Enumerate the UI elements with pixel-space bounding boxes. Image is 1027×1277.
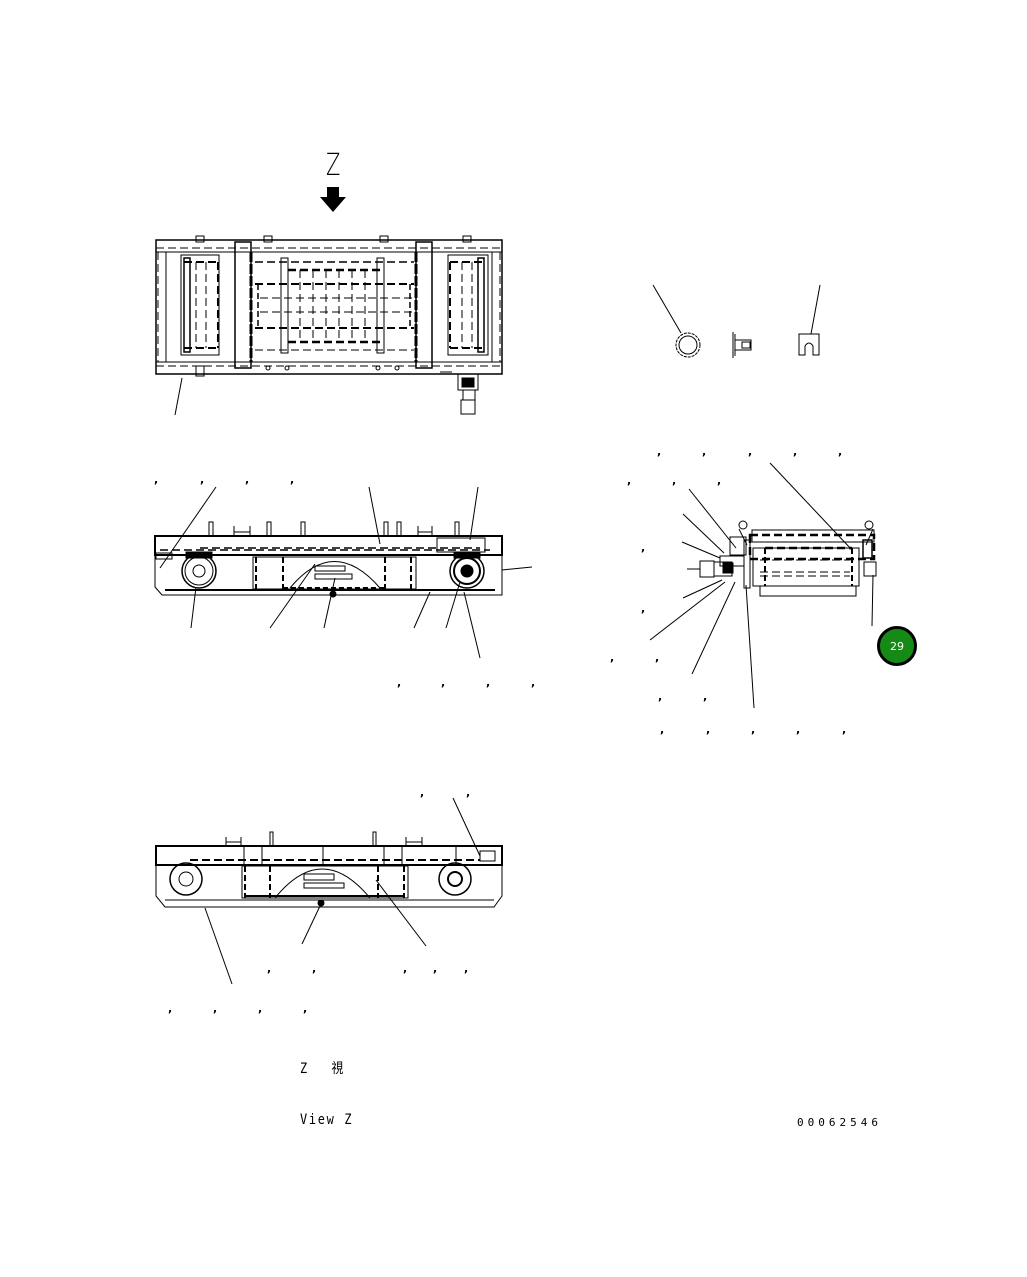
view-marker-letter: Z (326, 148, 341, 183)
small-parts (652, 284, 821, 358)
callout-marker: , (793, 445, 798, 458)
callout-marker: , (842, 723, 847, 736)
down-arrow-icon (320, 187, 346, 212)
callout-marker: , (312, 962, 317, 975)
callout-marker: , (657, 445, 662, 458)
callout-marker: , (702, 445, 707, 458)
callout-marker: , (420, 786, 425, 799)
callout-marker: , (838, 445, 843, 458)
callout-marker: , (658, 690, 663, 703)
callout-marker: , (213, 1002, 218, 1015)
callout-marker: , (717, 474, 722, 487)
callout-marker: , (486, 676, 491, 689)
end-view (649, 462, 877, 709)
callout-marker: , (641, 602, 646, 615)
callout-marker: , (290, 473, 295, 486)
callout-marker: , (748, 445, 753, 458)
callout-marker: , (610, 651, 615, 664)
callout-marker: , (531, 676, 536, 689)
top-view (155, 235, 503, 416)
callout-marker: , (641, 541, 646, 554)
callout-marker: , (703, 690, 708, 703)
view-z-drawing (155, 797, 503, 985)
callout-marker: , (154, 473, 159, 486)
callout-marker: , (397, 676, 402, 689)
callout-marker: , (441, 676, 446, 689)
document-number: 00062546 (797, 1116, 882, 1129)
callout-marker: , (433, 962, 438, 975)
view-caption-jp: Z 視 (300, 1061, 345, 1077)
page-badge[interactable]: 29 (877, 626, 917, 666)
callout-marker: , (200, 473, 205, 486)
callout-marker: , (672, 474, 677, 487)
callout-marker: , (706, 723, 711, 736)
callout-marker: , (464, 962, 469, 975)
callout-marker: , (751, 723, 756, 736)
callout-marker: , (267, 962, 272, 975)
view-caption-en: View Z (300, 1112, 354, 1128)
callout-marker: , (627, 474, 632, 487)
callout-marker: , (466, 786, 471, 799)
callout-marker: , (796, 723, 801, 736)
side-view (154, 486, 533, 659)
callout-marker: , (168, 1002, 173, 1015)
callout-marker: , (655, 651, 660, 664)
callout-marker: , (660, 723, 665, 736)
callout-marker: , (245, 473, 250, 486)
view-caption: Z 視 View Z (300, 1027, 353, 1146)
callout-marker: , (403, 962, 408, 975)
callout-marker: , (258, 1002, 263, 1015)
callout-marker: , (303, 1002, 308, 1015)
